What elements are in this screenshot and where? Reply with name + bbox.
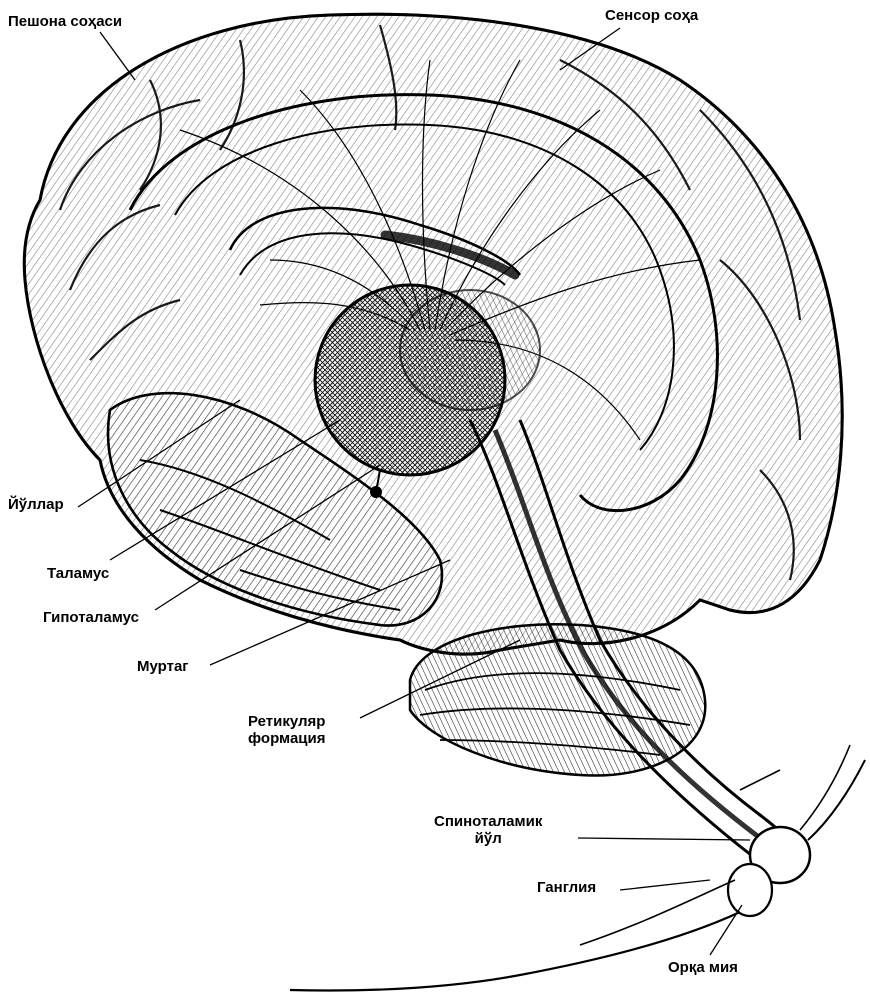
label-spinothalamic-line2: йўл: [434, 830, 542, 847]
spinal-section: [290, 745, 865, 990]
label-ganglion: Ганглия: [537, 879, 596, 896]
label-sensory-area: Сенсор соҳа: [605, 7, 698, 24]
label-thalamus: Таламус: [47, 565, 109, 582]
label-reticular-line1: Ретикуляр: [248, 713, 326, 730]
label-reticular-line2: формация: [248, 730, 326, 747]
label-hypothalamus: Гипоталамус: [43, 609, 139, 626]
label-spinothalamic-tract: Спиноталамик йўл: [434, 813, 542, 848]
label-frontal-area: Пешона соҳаси: [8, 13, 122, 30]
label-pathways: Йўллар: [8, 496, 64, 513]
label-reticular-formation: Ретикуляр формация: [248, 713, 326, 748]
label-cerebellum: Муртаг: [137, 658, 189, 675]
label-spinal-cord: Орқа мия: [668, 959, 738, 976]
label-spinothalamic-line1: Спиноталамик: [434, 813, 542, 830]
